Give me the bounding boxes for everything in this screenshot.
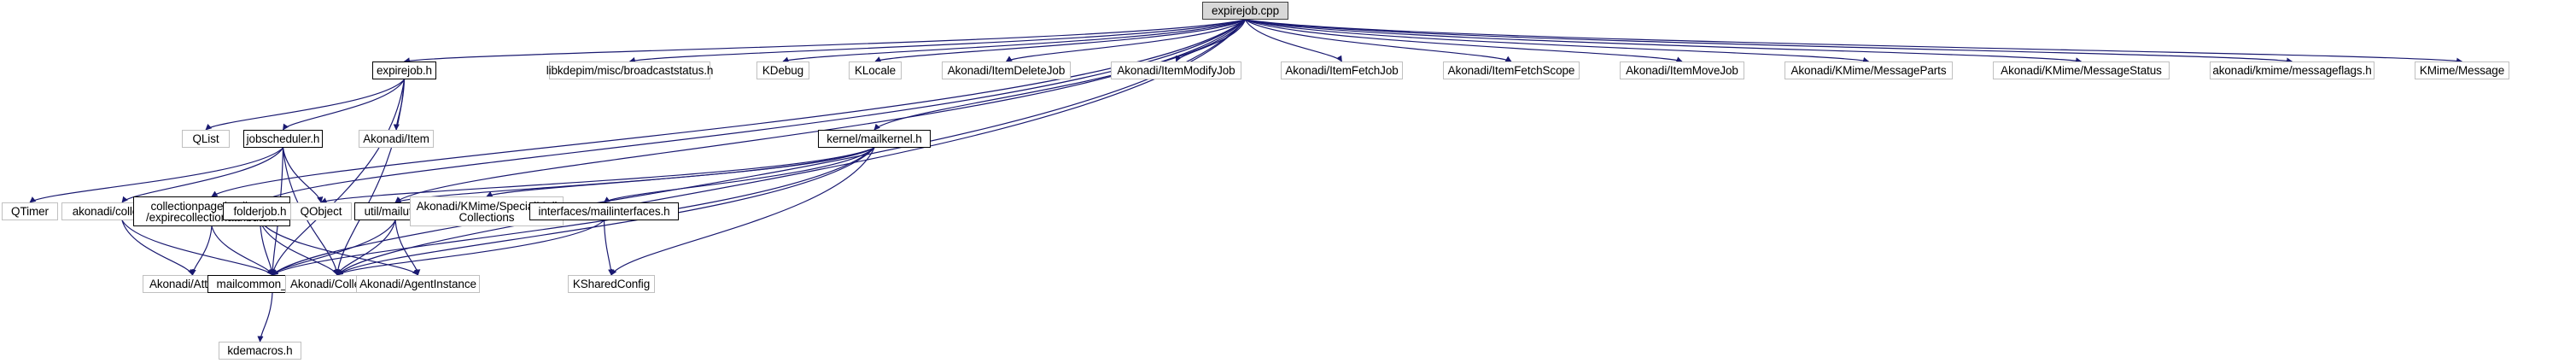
graph-edge <box>628 19 1246 63</box>
graph-edge <box>610 147 875 276</box>
graph-edge <box>282 147 324 203</box>
graph-edge <box>394 220 421 276</box>
graph-edge <box>121 147 284 203</box>
graph-edge <box>403 19 1246 64</box>
graph-node-folderjob-h[interactable]: folderjob.h <box>223 202 297 220</box>
graph-edge <box>336 220 396 276</box>
graph-node-ksharedconfig[interactable]: KSharedConfig <box>568 275 655 293</box>
graph-node-qlist[interactable]: QList <box>182 130 230 148</box>
graph-edge <box>190 225 213 276</box>
graph-node-itemmovejob[interactable]: Akonadi/ItemMoveJob <box>1620 61 1744 79</box>
graph-node-itemmodifyjob[interactable]: Akonadi/ItemModifyJob <box>1111 61 1241 79</box>
graph-edge <box>394 19 1246 203</box>
graph-edge <box>873 19 1246 131</box>
graph-edge <box>283 79 406 131</box>
graph-node-kdemacros-h[interactable]: kdemacros.h <box>219 342 301 360</box>
graph-node-broadcaststatus-h[interactable]: libkdepim/misc/broadcaststatus.h <box>546 61 713 79</box>
graph-edge <box>1245 19 1512 62</box>
graph-node-klocale[interactable]: KLocale <box>849 61 902 79</box>
graph-node-itemfetchjob[interactable]: Akonadi/ItemFetchJob <box>1281 61 1403 79</box>
graph-edge <box>1244 19 1343 62</box>
graph-node-messagestatus[interactable]: Akonadi/KMime/MessageStatus <box>1993 61 2170 79</box>
graph-edge <box>205 79 405 131</box>
graph-edge <box>320 147 875 204</box>
graph-node-messageflags-h[interactable]: akonadi/kmime/messageflags.h <box>2210 61 2374 79</box>
graph-edge <box>121 220 273 276</box>
graph-edge <box>259 220 338 276</box>
graph-edge <box>211 19 1246 197</box>
graph-edge <box>272 220 396 276</box>
graph-edge <box>1245 19 2463 64</box>
graph-node-expirejob-cpp[interactable]: expirejob.cpp <box>1202 2 1288 20</box>
graph-node-akonadi-agentinstance[interactable]: Akonadi/AgentInstance <box>356 275 480 293</box>
graph-node-mailkernel-h[interactable]: kernel/mailkernel.h <box>818 130 931 148</box>
graph-edge <box>257 292 273 343</box>
graph-edge <box>269 147 284 276</box>
graph-node-itemfetchscope[interactable]: Akonadi/ItemFetchScope <box>1443 61 1580 79</box>
graph-node-expirejob-h[interactable]: expirejob.h <box>372 61 436 79</box>
graph-edge <box>486 147 875 197</box>
graph-edge <box>259 220 418 276</box>
graph-edge <box>211 225 274 276</box>
graph-edge <box>272 147 875 276</box>
graph-edge <box>282 147 340 276</box>
graph-edge <box>874 19 1246 62</box>
graph-node-kmime-message[interactable]: KMime/Message <box>2415 61 2509 79</box>
graph-edge <box>259 19 1246 203</box>
graph-edge <box>29 147 283 203</box>
graph-edge <box>1005 19 1246 62</box>
graph-node-specialmailcollections[interactable]: Akonadi/KMime/SpecialMail Collections <box>410 196 564 226</box>
graph-node-mailinterfaces-h[interactable]: interfaces/mailinterfaces.h <box>529 202 679 220</box>
graph-node-akonadi-item[interactable]: Akonadi/Item <box>359 130 434 148</box>
graph-node-jobscheduler-h[interactable]: jobscheduler.h <box>243 130 323 148</box>
graph-edge <box>782 19 1246 63</box>
graph-edge <box>1245 19 2293 64</box>
graph-edge <box>336 19 1246 276</box>
graph-edge <box>1245 19 1870 63</box>
graph-node-kdebug[interactable]: KDebug <box>756 61 809 79</box>
graph-edge <box>1245 19 1683 63</box>
graph-edge <box>1245 19 2082 64</box>
graph-node-qtimer[interactable]: QTimer <box>2 202 58 220</box>
graph-edge <box>336 220 605 276</box>
graph-edge <box>1175 19 1247 62</box>
graph-node-messageparts[interactable]: Akonadi/KMime/MessageParts <box>1785 61 1953 79</box>
graph-edge <box>603 147 875 203</box>
graph-node-qobject[interactable]: QObject <box>290 202 352 220</box>
graph-node-itemdeletejob[interactable]: Akonadi/ItemDeleteJob <box>942 61 1071 79</box>
graph-edge <box>603 220 615 276</box>
graph-edge <box>270 79 406 276</box>
graph-edge <box>121 220 194 276</box>
